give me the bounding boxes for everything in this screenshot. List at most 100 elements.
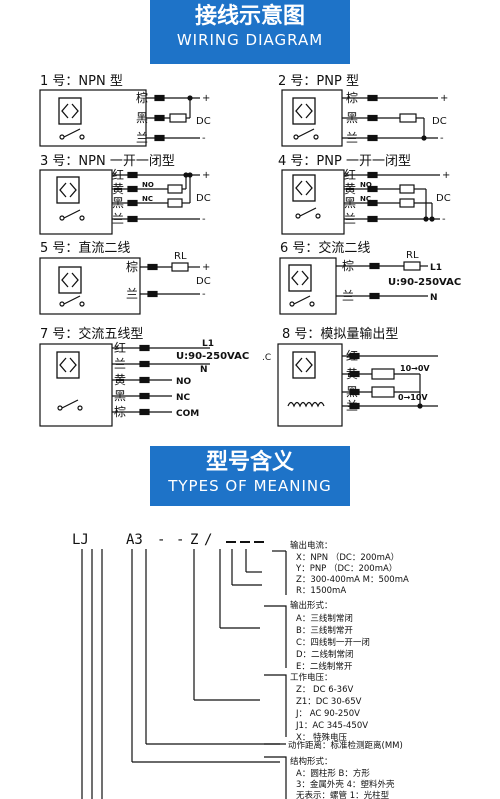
legend-item: Z：300-400mA M：500mA xyxy=(296,575,409,585)
nc-label: NC xyxy=(360,195,371,203)
voltage-label: U:90-250VAC xyxy=(176,351,249,362)
types-banner: 型号含义 TYPES OF MEANING xyxy=(150,446,350,506)
legend-distance: 动作距离：标准检测距离(MM) xyxy=(288,740,403,751)
range-label-2: 0→10V xyxy=(398,393,428,402)
wire-label: 黄 xyxy=(112,182,124,196)
code-a3: A3 xyxy=(126,532,143,548)
diagram-3-title: 3 号：NPN 一开一闭型 xyxy=(40,154,175,169)
n-label: N xyxy=(430,293,438,303)
wire-label: 棕 xyxy=(114,404,126,419)
wire-label: 兰 xyxy=(114,357,126,371)
sensor-box-4 xyxy=(281,169,345,235)
sensor-symbol-icon xyxy=(292,351,316,379)
switch-symbol-icon xyxy=(59,295,85,307)
wiring-diagram-banner: 接线示意图 WIRING DIAGRAM xyxy=(150,0,350,64)
dc-label: DC xyxy=(196,276,211,287)
diagram-5-dc-two-wire xyxy=(39,257,200,315)
wire-label: 黑 xyxy=(346,385,358,399)
code-dash-1: - xyxy=(157,532,165,548)
types-title-cn: 型号含义 xyxy=(205,450,294,475)
wire-label: 黑 xyxy=(112,196,124,210)
legend-item: Y：PNP （DC：200mA） xyxy=(295,563,397,574)
legend-item: J1：AC 345-450V xyxy=(295,721,368,731)
wire-label: 棕 xyxy=(126,259,138,274)
switch-symbol-icon xyxy=(59,128,85,140)
wire-label: 棕 xyxy=(342,258,354,273)
dc-label: DC xyxy=(436,193,451,204)
sensor-box-3 xyxy=(39,169,113,235)
legend-title: 工作电压： xyxy=(290,672,333,683)
legend-item: 3：金属外壳 4：塑料外壳 xyxy=(296,779,395,790)
diagram-4-title: 4 号：PNP 一开一闭型 xyxy=(278,154,411,169)
coil-icon xyxy=(287,401,325,408)
diagram-5-title: 5 号：直流二线 xyxy=(40,241,130,256)
minus-label: - xyxy=(202,289,206,300)
plus-label: + xyxy=(440,93,448,104)
legend-title: 输出电流： xyxy=(290,540,333,551)
sensor-box-6 xyxy=(279,257,337,315)
legend-item: D：二线制常闭 xyxy=(296,649,354,660)
load-resistor-label: RL xyxy=(174,251,187,262)
wire-label: 兰 xyxy=(112,212,124,226)
wire-label: 兰 xyxy=(344,212,356,226)
minus-label: - xyxy=(442,214,446,225)
wire-label: 兰 xyxy=(342,289,354,303)
dc-label: DC xyxy=(196,116,211,127)
sensor-symbol-icon xyxy=(58,266,82,294)
switch-symbol-icon xyxy=(289,295,315,307)
sensor-symbol-icon xyxy=(56,351,80,379)
wire-label: 黄 xyxy=(114,373,126,387)
code-z: Z xyxy=(190,532,198,548)
l1-label: L1 xyxy=(430,263,442,273)
sensor-box-1 xyxy=(39,89,147,147)
legend-item: 无表示：螺管 1：光柱型 xyxy=(296,790,390,799)
wiring-diagram-title-en: WIRING DIAGRAM xyxy=(176,31,324,49)
sensor-symbol-icon xyxy=(58,97,82,125)
n-label: N xyxy=(200,365,208,375)
wire-label: 黑 xyxy=(344,196,356,210)
wire-label: 黑 xyxy=(114,389,126,403)
diagram-6-ac-two-wire xyxy=(279,257,428,315)
legend-structure: 结构形式： A：圆柱形 B：方形 3：金属外壳 4：塑料外壳 无表示：螺管 1：… xyxy=(290,756,395,799)
plus-label: + xyxy=(202,170,210,181)
sensor-box-8 xyxy=(277,343,343,427)
legend-title: 结构形式： xyxy=(290,756,333,767)
wire-label: 红 xyxy=(112,167,124,182)
plus-label: + xyxy=(442,170,450,181)
no-label: NO xyxy=(360,181,372,189)
wire-label: 兰 xyxy=(346,131,358,145)
legend-line-placeholders xyxy=(226,541,264,543)
sensor-box-5 xyxy=(39,257,141,315)
legend-item: A：圆柱形 B：方形 xyxy=(296,768,370,779)
wire-label: 兰 xyxy=(346,399,358,413)
diagram-6-title: 6 号：交流二线 xyxy=(280,240,370,256)
code-slash: / xyxy=(204,532,212,548)
wiring-diagram-title-cn: 接线示意图 xyxy=(194,4,305,29)
diagram-2-title: 2 号：PNP 型 xyxy=(278,74,359,89)
diagram-1-title: 1 号：NPN 型 xyxy=(40,74,123,89)
types-title-en: TYPES OF MEANING xyxy=(168,477,332,495)
minus-label: - xyxy=(440,133,444,144)
code-dash-2: - xyxy=(176,532,184,548)
legend-item: E：二线制常开 xyxy=(296,661,353,672)
minus-label: - xyxy=(202,133,206,144)
voltage-label: U:90-250VAC xyxy=(388,277,461,288)
sensor-symbol-icon xyxy=(288,264,312,292)
legend-item: Z： DC 6-36V xyxy=(296,685,353,695)
load-resistor-label: RL xyxy=(406,250,419,261)
plus-label: + xyxy=(202,93,210,104)
wire-label: 兰 xyxy=(136,131,148,145)
legend-item: X：NPN （DC：200mA） xyxy=(296,552,399,563)
sensor-symbol-icon xyxy=(292,174,316,202)
minus-label: - xyxy=(202,214,206,225)
diagram-8-title: 8 号：模拟量输出型 xyxy=(282,326,398,342)
l1-label: L1 xyxy=(202,339,214,349)
wire-label: 兰 xyxy=(126,287,138,301)
plus-label: + xyxy=(202,262,210,273)
switch-symbol-icon xyxy=(59,209,85,221)
legend-output-form: 输出形式： A：三线制常闭 B：三线制常开 C：四线制一开一闭 D：二线制常闭 … xyxy=(290,600,370,672)
switch-symbol-icon xyxy=(293,128,319,140)
wire-label: 黄 xyxy=(346,367,358,381)
wire-label: 棕 xyxy=(346,90,358,105)
